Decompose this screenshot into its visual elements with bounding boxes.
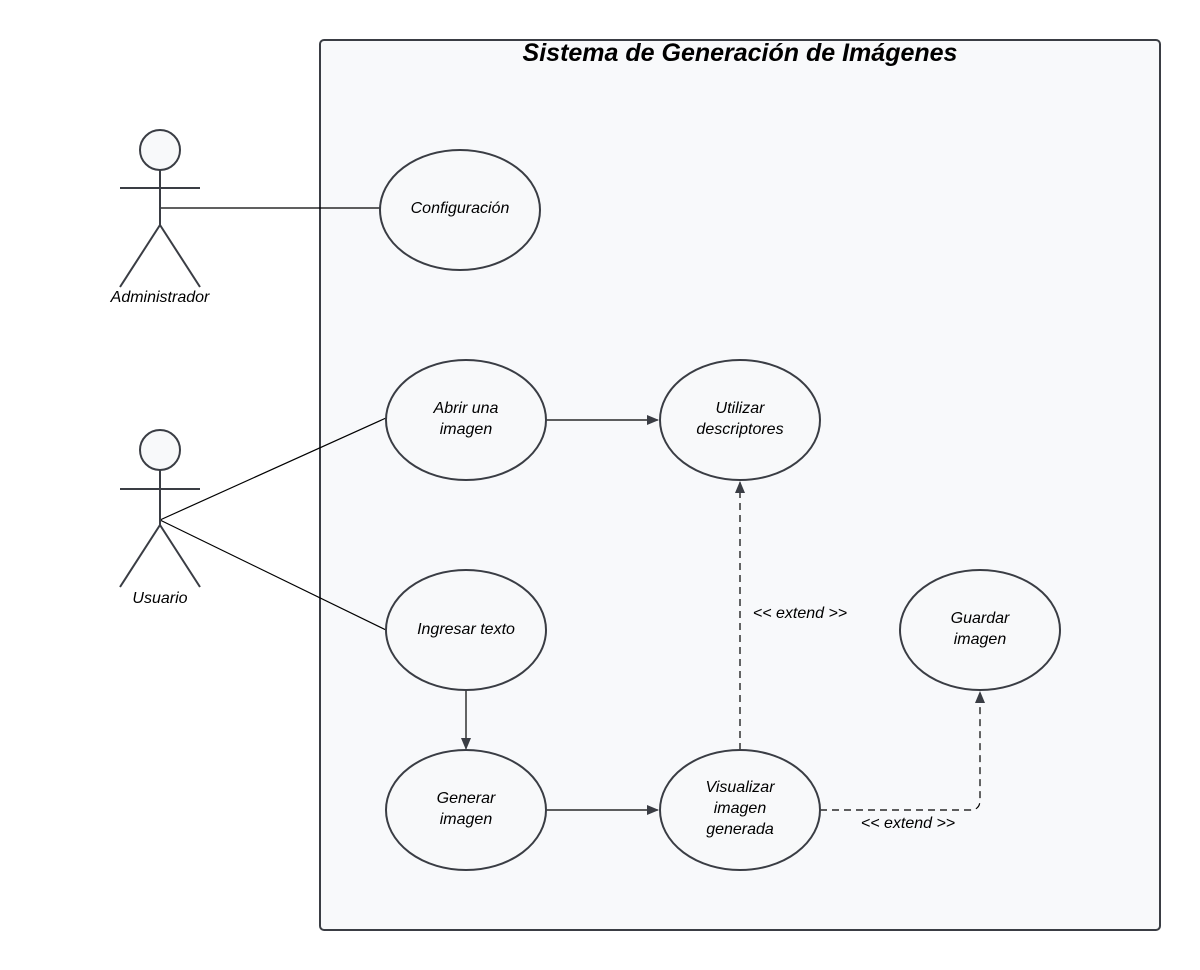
use-case-guardar-imagen: Guardar imagen	[899, 569, 1061, 691]
system-title: Sistema de Generación de Imágenes	[523, 39, 958, 67]
use-case-label: Ingresar texto	[417, 621, 515, 638]
use-case-visualizar-imagen: Visualizar imagen generada	[659, 749, 821, 871]
assoc-user-ingresar	[159, 519, 387, 631]
extend-visualizar-guardar	[820, 691, 985, 811]
extend-label-1: << extend >>	[753, 605, 847, 622]
use-case-label: generada	[706, 821, 774, 838]
use-case-generar-imagen: Generar imagen	[385, 749, 547, 871]
use-case-label: imagen	[440, 421, 493, 438]
use-case-label: imagen	[440, 811, 493, 828]
actor-label: Usuario	[132, 590, 187, 607]
actor-administrador: Administrador	[110, 129, 210, 306]
use-case-label: imagen	[954, 631, 1007, 648]
use-case-ingresar-texto: Ingresar texto	[385, 569, 547, 691]
assoc-user-abrir	[159, 417, 387, 521]
extend-label-2: << extend >>	[861, 815, 955, 832]
use-case-label: descriptores	[696, 421, 783, 438]
actor-head-icon	[139, 429, 181, 471]
actor-label: Administrador	[110, 289, 210, 306]
use-case-label: Abrir una	[433, 400, 499, 417]
use-case-label: Utilizar	[716, 400, 766, 417]
use-case-abrir-imagen: Abrir una imagen	[385, 359, 547, 481]
use-case-label: Visualizar	[705, 779, 775, 796]
actor-head-icon	[139, 129, 181, 171]
use-case-utilizar-descriptores: Utilizar descriptores	[659, 359, 821, 481]
use-case-label: Generar	[437, 790, 496, 807]
use-case-label: imagen	[714, 800, 767, 817]
use-case-configuracion: Configuración	[379, 149, 541, 271]
use-case-label: Configuración	[411, 200, 510, 217]
actor-usuario: Usuario	[119, 429, 201, 607]
use-case-label: Guardar	[951, 610, 1010, 627]
